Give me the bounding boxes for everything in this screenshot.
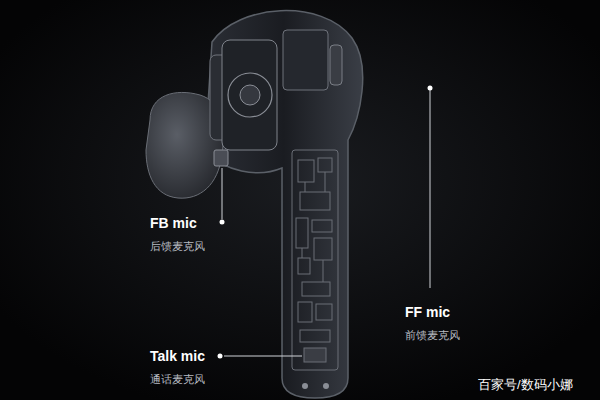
fb-mic-part xyxy=(214,150,228,166)
leader-dots xyxy=(218,86,433,359)
label-slot: Talk mic xyxy=(150,347,205,365)
leader-lines xyxy=(222,90,430,356)
label-slot: 前馈麦克风 xyxy=(405,325,460,343)
label-slot: FB mic xyxy=(150,214,197,232)
label-slot: 后馈麦克风 xyxy=(150,236,205,254)
part-name: Talk mic xyxy=(150,348,205,364)
label-slot: 百家号/数码小娜 xyxy=(478,375,573,394)
driver xyxy=(222,40,277,150)
battery xyxy=(283,30,328,90)
part-name-zh: 前馈麦克风 xyxy=(405,328,460,343)
driver-coil xyxy=(228,73,272,117)
charge-contact xyxy=(302,383,308,389)
circuit-board xyxy=(292,150,338,370)
driver-magnet xyxy=(240,85,260,105)
part-name-zh: 通话麦克风 xyxy=(150,372,205,387)
part-name: FB mic xyxy=(150,215,197,231)
label-slot: 通话麦克风 xyxy=(150,369,205,387)
label-slot: FF mic xyxy=(405,303,450,321)
part-name: FF mic xyxy=(405,304,450,320)
charge-contact xyxy=(323,383,329,389)
ff-mic-port xyxy=(330,45,342,85)
earbud-shell xyxy=(205,11,363,398)
watermark: 百家号/数码小娜 xyxy=(478,376,573,394)
part-name-zh: 后馈麦克风 xyxy=(150,239,205,254)
